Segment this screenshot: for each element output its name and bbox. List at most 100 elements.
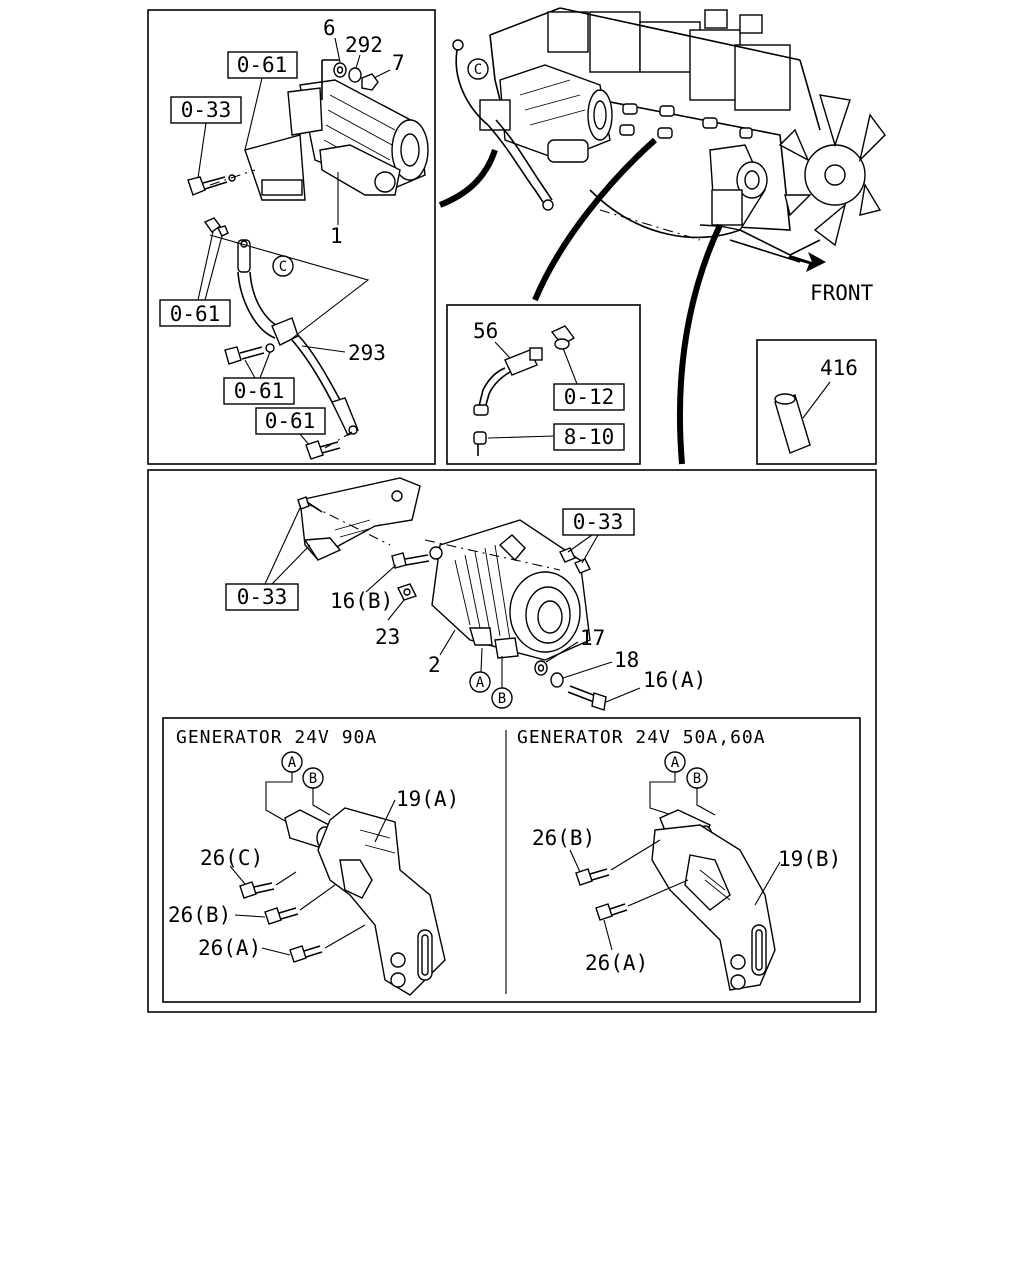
leader-nut-b (204, 235, 223, 301)
circle-b-gen (491, 687, 513, 709)
leader-ref-starter-top (244, 77, 263, 151)
label-26b-right: 26(B) (532, 826, 595, 850)
engine-starter (479, 64, 613, 163)
leader-ref-starter-left (197, 122, 207, 179)
ref-cable-bolt: 0-61 (234, 379, 285, 403)
sleeve-frame (756, 339, 877, 465)
bracket-axis (309, 504, 391, 546)
label-18: 18 (614, 648, 639, 672)
leader-26c-to-part (275, 871, 297, 886)
leader-17 (545, 641, 579, 663)
leader-6 (334, 37, 341, 63)
washer-17 (534, 660, 548, 676)
circle-c-engine-text: C (474, 62, 482, 78)
label-416: 416 (820, 356, 858, 380)
cooling-fan (778, 94, 886, 247)
ref-starter-left: 0-33 (181, 98, 232, 122)
ref-starter-top: 0-61 (237, 53, 288, 77)
ref-box-starter-left (170, 96, 242, 124)
leader-2 (439, 629, 456, 656)
leader-b-right (696, 788, 716, 816)
label-6: 6 (323, 16, 336, 40)
leader-bracket-b (271, 544, 311, 585)
cable-end-axis (324, 431, 353, 449)
bolt-26a-left (289, 945, 323, 963)
ref-box-sensor-terminal (553, 423, 625, 451)
ref-cable-end: 0-61 (265, 409, 316, 433)
bolt-26b-left (264, 907, 299, 925)
front-arrow (788, 252, 826, 272)
leader-sensor-terminal (487, 435, 555, 439)
sensor-frame (446, 304, 641, 465)
ref-sensor-terminal: 8-10 (564, 425, 615, 449)
leader-26b-right (569, 849, 581, 873)
leader-26a-left-to-part (324, 924, 366, 949)
bracket-19a (284, 807, 446, 996)
leader-starter-sweep (438, 149, 498, 208)
leader-a-gen (480, 647, 483, 673)
caption-gen5060: GENERATOR 24V 50A,60A (517, 727, 766, 748)
label-56: 56 (473, 319, 498, 343)
leader-18 (562, 661, 613, 679)
label-26b-left: 26(B) (168, 903, 231, 927)
leader-19b (754, 861, 781, 906)
gen-bolt-16b (391, 552, 430, 569)
starter-bolt (187, 176, 228, 196)
label-19a: 19(A) (396, 787, 459, 811)
bolt-26a-right (595, 903, 628, 921)
circle-a-gen-text: A (476, 675, 485, 691)
label-26a-left: 26(A) (198, 936, 261, 960)
circle-a-right-text: A (671, 755, 680, 771)
label-19b: 19(B) (778, 847, 841, 871)
engine-cable (452, 39, 554, 211)
label-17: 17 (580, 626, 605, 650)
label-7: 7 (392, 51, 405, 75)
sleeve-416 (774, 393, 811, 454)
ref-box-cable-end (255, 407, 326, 435)
leader-sensor-fitting (562, 347, 578, 385)
circle-b-left-text: B (309, 771, 317, 787)
circle-c-starter-text: C (279, 259, 287, 275)
gen-bolt-16a (567, 685, 607, 711)
label-293: 293 (348, 341, 386, 365)
leader-293 (301, 345, 346, 353)
leader-nut-a (197, 231, 214, 301)
leader-26a-right (603, 919, 613, 951)
starter-motor (244, 79, 429, 201)
leader-26a-right-to-part (627, 879, 689, 907)
leader-16b (365, 564, 397, 593)
bracket-frame (162, 717, 861, 1003)
sensor-fitting (550, 325, 576, 350)
circle-c-engine (467, 58, 489, 80)
leader-292 (355, 54, 361, 69)
starter-bolt-axis (209, 169, 256, 186)
label-16b: 16(B) (330, 589, 393, 613)
nut-7 (361, 73, 379, 91)
caption-gen90: GENERATOR 24V 90A (176, 727, 377, 748)
gen-nut-23 (397, 583, 417, 601)
front-label: FRONT (810, 281, 874, 305)
starter-cable (237, 239, 359, 436)
circle-a-gen (469, 671, 491, 693)
ring-18 (550, 672, 564, 688)
leader-26b-right-to-part (610, 839, 661, 871)
generator-frame (147, 469, 877, 1013)
leader-23 (387, 599, 405, 621)
ref-box-cable-nuts (159, 299, 231, 327)
washer-6 (333, 62, 347, 78)
adjusting-bracket (299, 477, 421, 561)
cable-assembly-lines (209, 234, 370, 341)
ref-box-starter-top (227, 51, 298, 79)
sensor-terminal (473, 431, 487, 456)
ref-gen-nut: 0-33 (573, 510, 624, 534)
ref-cable-nuts: 0-61 (170, 302, 221, 326)
leader-gen-nut-b (581, 534, 599, 564)
leader-416 (802, 381, 831, 419)
label-292: 292 (345, 33, 383, 57)
engine-generator (709, 144, 768, 231)
cable-nuts (203, 217, 229, 237)
leader-26b-left-to-part (299, 884, 336, 911)
label-26a-right: 26(A) (585, 951, 648, 975)
